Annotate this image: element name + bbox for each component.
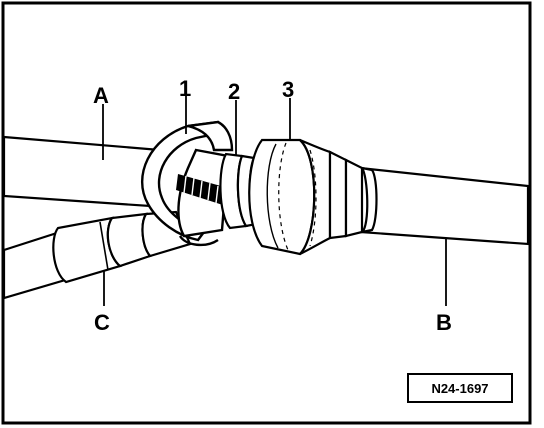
label-1: 1	[179, 76, 191, 101]
tool-c-handle	[2, 210, 192, 300]
clamp-tool-1	[141, 120, 234, 247]
spindle	[176, 174, 228, 206]
leader-lines	[102, 96, 447, 306]
label-b: B	[436, 310, 452, 335]
boot-3	[248, 138, 378, 256]
shaft-a	[2, 135, 162, 208]
label-3: 3	[282, 77, 294, 102]
reference-code: N24-1697	[431, 381, 488, 396]
label-c: C	[94, 310, 110, 335]
label-2: 2	[228, 79, 240, 104]
label-a: A	[93, 83, 109, 108]
reference-box	[407, 373, 513, 403]
